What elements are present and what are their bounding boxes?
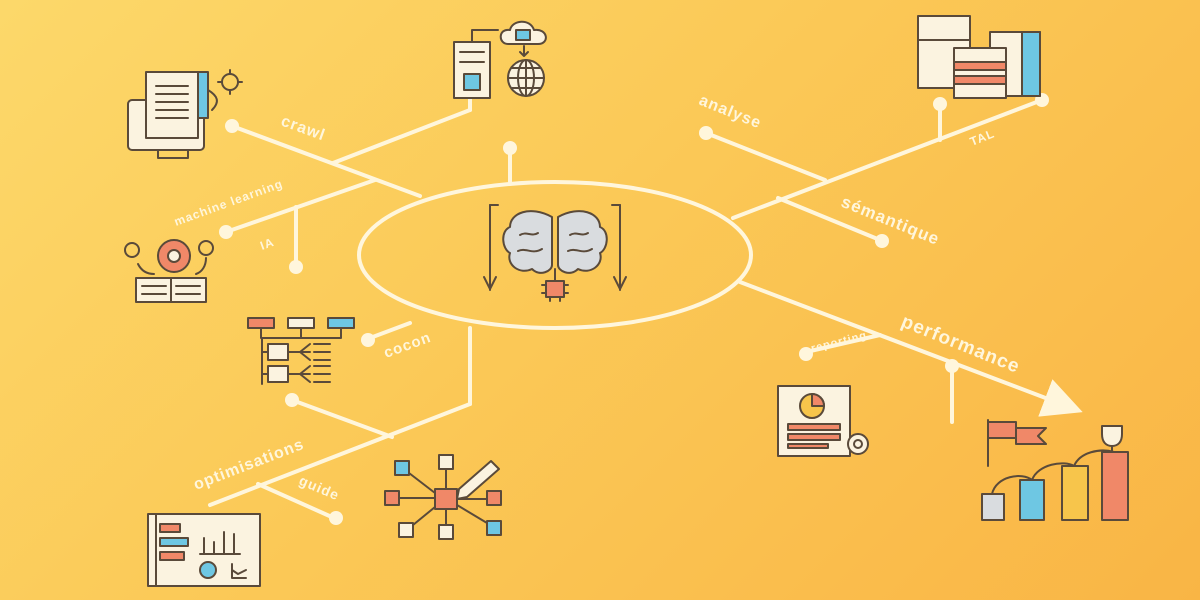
reporting-label: reporting <box>810 329 868 355</box>
node-dot <box>329 511 343 525</box>
flowchart-icon <box>247 317 355 385</box>
cocon-lower-line <box>290 398 394 439</box>
performance-arrow-line <box>738 280 1083 417</box>
report-gear-icon <box>777 385 869 457</box>
server-cloud-globe-icon <box>453 20 547 99</box>
crawl-label: crawl <box>279 113 328 145</box>
central-hub-ellipse <box>357 180 753 330</box>
guide-branch-line <box>256 482 336 520</box>
server-branch-line <box>331 108 472 165</box>
machine-learning-label: machine learning <box>172 176 285 228</box>
node-dot <box>933 97 947 111</box>
tal-label: TAL <box>968 126 997 149</box>
semantique-branch-line <box>776 196 882 242</box>
guide-label: guide <box>297 472 342 503</box>
tal-branch-line <box>731 98 1044 220</box>
network-cube-pencil-icon <box>384 454 502 540</box>
node-dot <box>699 126 713 140</box>
ia-label: IA <box>258 235 276 253</box>
performance-label: performance <box>898 311 1023 378</box>
document-printer-gear-icon <box>127 69 243 159</box>
node-dot <box>289 260 303 274</box>
connector-dots <box>219 93 1049 525</box>
brain-chip-icon <box>483 204 627 302</box>
dashboard-icon <box>147 513 261 587</box>
node-dot <box>875 234 889 248</box>
optimisations-label: optimisations <box>191 436 306 494</box>
cocon-label: cocon <box>382 329 434 362</box>
connector-lines <box>208 94 1083 520</box>
node-dot <box>799 347 813 361</box>
crawl-branch-line <box>230 124 422 198</box>
node-dot <box>225 119 239 133</box>
ml-branch-line <box>224 178 377 234</box>
gears-book-icon <box>124 239 214 303</box>
analyse-branch-line <box>704 131 827 182</box>
cocon-side-line <box>368 321 412 340</box>
node-dot <box>285 393 299 407</box>
semantique-label: sémantique <box>839 192 943 249</box>
node-dot <box>503 141 517 155</box>
reporting-branch-line <box>804 333 882 354</box>
bar-chart-flag-trophy-icon <box>981 419 1129 521</box>
optimisations-branch-line <box>208 402 472 507</box>
branch-labels: crawl machine learning IA cocon optimisa… <box>172 92 1023 503</box>
node-dot <box>219 225 233 239</box>
buildings-icon <box>917 15 1041 99</box>
node-dot <box>361 333 375 347</box>
node-dot <box>945 359 959 373</box>
